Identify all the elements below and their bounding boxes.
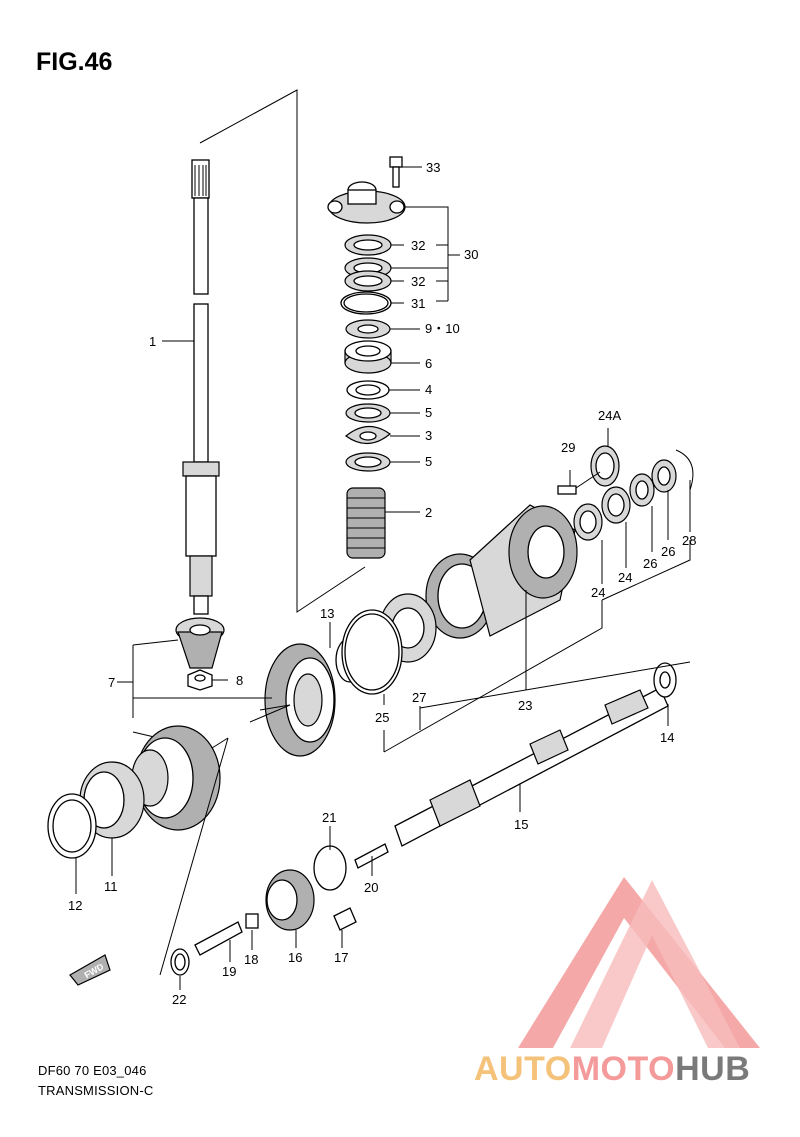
callout-14: 14 [660, 730, 674, 745]
callout-25: 25 [375, 710, 389, 725]
callout-31: 31 [411, 296, 425, 311]
callout-11: 11 [104, 879, 118, 894]
callout-32a: 32 [411, 238, 425, 253]
part-pinion-gear [175, 617, 225, 691]
callout-labels: 33 32 30 32 31 9・10 6 4 5 3 5 2 1 24A 29… [68, 160, 696, 1007]
callout-26b: 26 [643, 556, 657, 571]
part-bearing-housing [335, 445, 694, 695]
callout-17: 17 [334, 950, 348, 965]
callout-7: 7 [108, 675, 115, 690]
callout-24b: 24 [591, 585, 605, 600]
callout-13: 13 [320, 606, 334, 621]
callout-33: 33 [426, 160, 440, 175]
part-bevel-gears [47, 643, 336, 859]
callout-5b: 5 [425, 454, 432, 469]
callout-23: 23 [518, 698, 532, 713]
callout-22: 22 [172, 992, 186, 1007]
callout-8: 8 [236, 673, 243, 688]
callout-18: 18 [244, 952, 258, 967]
callout-21: 21 [322, 810, 336, 825]
callout-20: 20 [364, 880, 378, 895]
callout-6: 6 [425, 356, 432, 371]
callout-28: 28 [682, 533, 696, 548]
figure-title: FIG.46 [36, 48, 113, 76]
callout-24A: 24A [598, 408, 621, 423]
callout-30: 30 [464, 247, 478, 262]
callout-16: 16 [288, 950, 302, 965]
watermark-text-hub: HUB [675, 1050, 751, 1088]
watermark-text-moto: MOTO [571, 1050, 676, 1088]
part-propeller-shaft [394, 662, 677, 847]
callout-26a: 26 [661, 544, 675, 559]
callout-15: 15 [514, 817, 528, 832]
footer-model-code: DF60 70 E03_046 [38, 1063, 147, 1078]
callout-3: 3 [425, 428, 432, 443]
callout-29: 29 [561, 440, 575, 455]
callout-2: 2 [425, 505, 432, 520]
callout-1: 1 [149, 334, 156, 349]
footer-section-name: TRANSMISSION-C [38, 1083, 154, 1098]
callout-27: 27 [412, 690, 426, 705]
callout-5a: 5 [425, 405, 432, 420]
part-pump-stack [327, 156, 406, 559]
callout-12: 12 [68, 898, 82, 913]
callout-24a: 24 [618, 570, 632, 585]
watermark-text-auto: AUTO [474, 1050, 572, 1088]
watermark-text: AUTOMOTOHUB [474, 1050, 750, 1089]
leader-lines [75, 166, 691, 990]
watermark-logo [518, 877, 760, 1048]
callout-32b: 32 [411, 274, 425, 289]
callout-19: 19 [222, 964, 236, 979]
part-drive-shaft [182, 89, 366, 615]
callout-4: 4 [425, 382, 432, 397]
callout-9-10: 9・10 [425, 321, 460, 336]
